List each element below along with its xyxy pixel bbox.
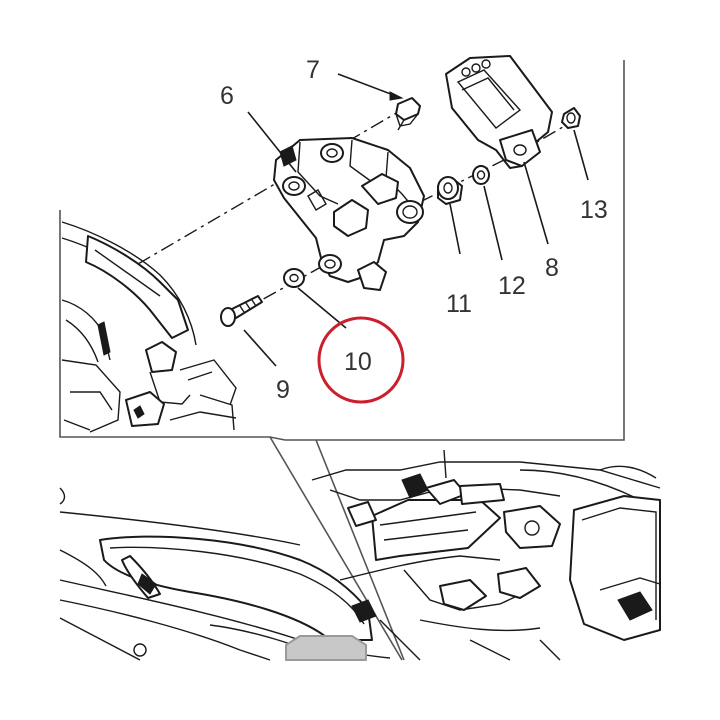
exploded-view-inset: 6 7 8 9 10 11 12 13 [59,55,625,441]
flange-bolt-part-7 [395,97,421,131]
callout-7: 7 [306,56,320,84]
inset-vehicle-context [61,221,237,433]
long-bolt-part-9 [220,295,263,327]
callout-13: 13 [580,196,608,224]
callout-leader-lines [243,73,589,367]
grommet-part-11 [437,176,463,205]
washer-part-12 [472,165,490,185]
mounting-bracket-part-6 [273,137,425,291]
callout-11: 11 [446,290,472,318]
inset-frame [59,60,625,441]
vehicle-overview [59,449,661,661]
callout-6: 6 [220,82,234,110]
callout-9: 9 [276,376,290,404]
inset-connector-lines [269,436,405,661]
nut-part-13 [561,107,581,129]
highlight-ring-callout-10 [317,316,405,404]
callout-8: 8 [545,254,559,282]
seat-and-tail-section [59,487,391,661]
handlebar-section [311,449,661,661]
callout-labels: 6 7 8 9 10 11 12 13 [220,56,608,404]
control-module-part-8 [445,55,553,169]
callout-10: 10 [344,348,372,376]
washer-part-10 [283,268,305,288]
callout-12: 12 [498,272,526,300]
